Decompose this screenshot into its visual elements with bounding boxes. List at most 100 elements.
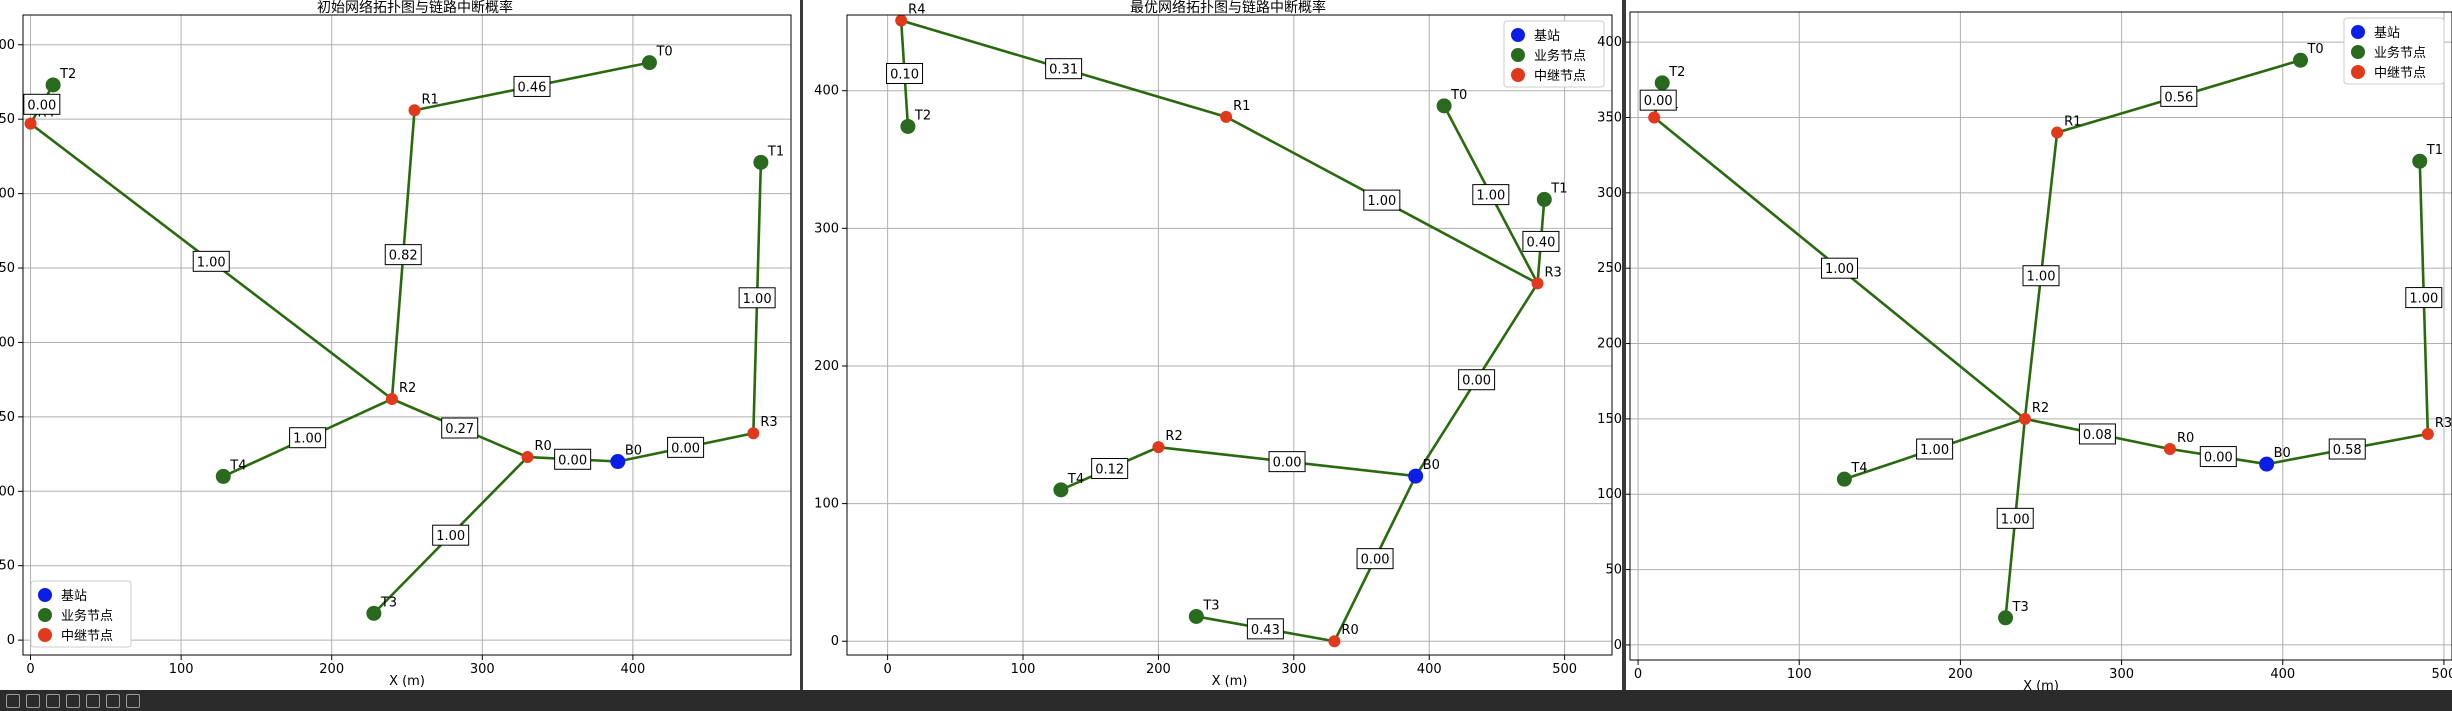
legend-marker-service — [38, 608, 52, 622]
back-icon[interactable] — [26, 694, 40, 708]
chart-title: 最优网络拓扑图与链路中断概率 — [1130, 0, 1326, 16]
node-R1 — [1220, 110, 1233, 123]
legend-marker-base — [2351, 25, 2365, 39]
link-prob-label: 0.27 — [445, 422, 474, 437]
link-prob-label: 0.00 — [558, 453, 587, 468]
link-prob-label: 0.00 — [1273, 456, 1302, 471]
node-T3 — [366, 605, 382, 621]
link-prob-label: 0.12 — [1095, 463, 1124, 478]
node-label-R0: R0 — [1341, 623, 1358, 638]
legend-label: 业务节点 — [1534, 48, 1586, 64]
link-prob-box — [513, 75, 551, 97]
y-tick-label: 150 — [1597, 412, 1622, 427]
y-tick-label: 50 — [0, 559, 15, 574]
x-axis-label: X (m) — [389, 674, 425, 689]
legend-label: 业务节点 — [2374, 45, 2426, 61]
link-prob-label: 0.00 — [1361, 553, 1390, 568]
pan-icon[interactable] — [66, 694, 80, 708]
configure-icon[interactable] — [106, 694, 120, 708]
y-tick-label: 300 — [1597, 186, 1622, 201]
zoom-icon[interactable] — [86, 694, 100, 708]
link-prob-box — [1821, 257, 1859, 279]
legend-marker-base — [38, 588, 52, 602]
node-T4 — [1836, 471, 1852, 487]
node-T1 — [1536, 191, 1552, 207]
link-prob-box — [2405, 287, 2443, 309]
node-R2 — [385, 393, 398, 405]
node-T4 — [1053, 482, 1069, 498]
link-prob-label: 0.00 — [1644, 94, 1673, 109]
link-prob-box — [23, 93, 61, 115]
node-label-T2: T2 — [1668, 65, 1685, 80]
node-label-R0: R0 — [2177, 431, 2194, 446]
legend-marker-service — [2351, 45, 2365, 59]
node-B0 — [610, 454, 626, 470]
node-label-B0: B0 — [625, 444, 642, 459]
node-label-R3: R3 — [2435, 416, 2452, 431]
link-prob-box — [2160, 85, 2198, 107]
x-tick-label: 200 — [1146, 662, 1171, 677]
x-tick-label: 100 — [1011, 662, 1036, 677]
link-prob-label: 0.58 — [2333, 443, 2362, 458]
node-label-R2: R2 — [2032, 401, 2049, 416]
node-T2 — [45, 77, 61, 93]
node-R0 — [2163, 443, 2176, 456]
x-tick-label: 200 — [1948, 667, 1973, 682]
link-prob-box — [886, 62, 924, 84]
link-prob-label: 0.40 — [1526, 235, 1555, 250]
link-prob-label: 1.00 — [436, 529, 465, 544]
y-tick-label: 100 — [1597, 487, 1622, 502]
node-R4 — [24, 117, 37, 130]
node-label-T3: T3 — [2012, 600, 2029, 615]
x-tick-label: 0 — [883, 662, 891, 677]
x-tick-label: 400 — [2270, 667, 2295, 682]
node-label-R1: R1 — [422, 92, 439, 107]
x-axis-label: X (m) — [2023, 679, 2059, 690]
link-prob-box — [441, 417, 479, 439]
node-R1 — [2051, 126, 2064, 139]
link-prob-label: 1.00 — [293, 432, 322, 447]
y-tick-label: 0 — [7, 633, 15, 648]
legend-label: 中继节点 — [1534, 69, 1586, 84]
node-label-T1: T1 — [1550, 181, 1567, 196]
link-prob-box — [1363, 189, 1401, 211]
node-label-T1: T1 — [2426, 143, 2443, 158]
x-tick-label: 300 — [2109, 667, 2134, 682]
link-prob-box — [1268, 451, 1306, 473]
link-prob-box — [1356, 548, 1394, 570]
save-icon[interactable] — [126, 694, 140, 708]
forward-icon[interactable] — [46, 694, 60, 708]
x-tick-label: 100 — [1787, 667, 1812, 682]
toolbar-strip — [0, 690, 2452, 711]
node-R4 — [1648, 111, 1661, 124]
legend-marker-relay — [38, 628, 52, 642]
link-prob-label: 0.00 — [1462, 374, 1491, 389]
y-tick-label: 50 — [1605, 563, 1622, 578]
legend-label: 基站 — [2374, 26, 2400, 41]
node-T0 — [1436, 98, 1452, 114]
x-tick-label: 300 — [470, 662, 495, 677]
axes-frame — [846, 14, 1613, 656]
node-label-R2: R2 — [399, 381, 416, 396]
x-tick-label: 500 — [2432, 667, 2452, 682]
link-prob-box — [1246, 618, 1284, 640]
x-tick-label: 400 — [1417, 662, 1442, 677]
link-prob-box — [738, 287, 776, 309]
link-prob-label: 0.56 — [2164, 90, 2193, 105]
y-tick-label: 200 — [814, 359, 839, 374]
link-prob-box — [384, 244, 422, 266]
link-prob-box — [1916, 438, 1954, 460]
node-B0 — [1408, 468, 1424, 484]
home-icon[interactable] — [6, 694, 20, 708]
x-axis-label: X (m) — [1212, 674, 1248, 689]
axes-frame — [22, 14, 792, 656]
link-prob-label: 1.00 — [1920, 443, 1949, 458]
y-tick-label: 0 — [1614, 638, 1622, 653]
node-label-T1: T1 — [767, 144, 784, 159]
y-tick-label: 400 — [1597, 35, 1622, 50]
link-prob-box — [1458, 369, 1496, 391]
x-tick-label: 200 — [319, 662, 344, 677]
